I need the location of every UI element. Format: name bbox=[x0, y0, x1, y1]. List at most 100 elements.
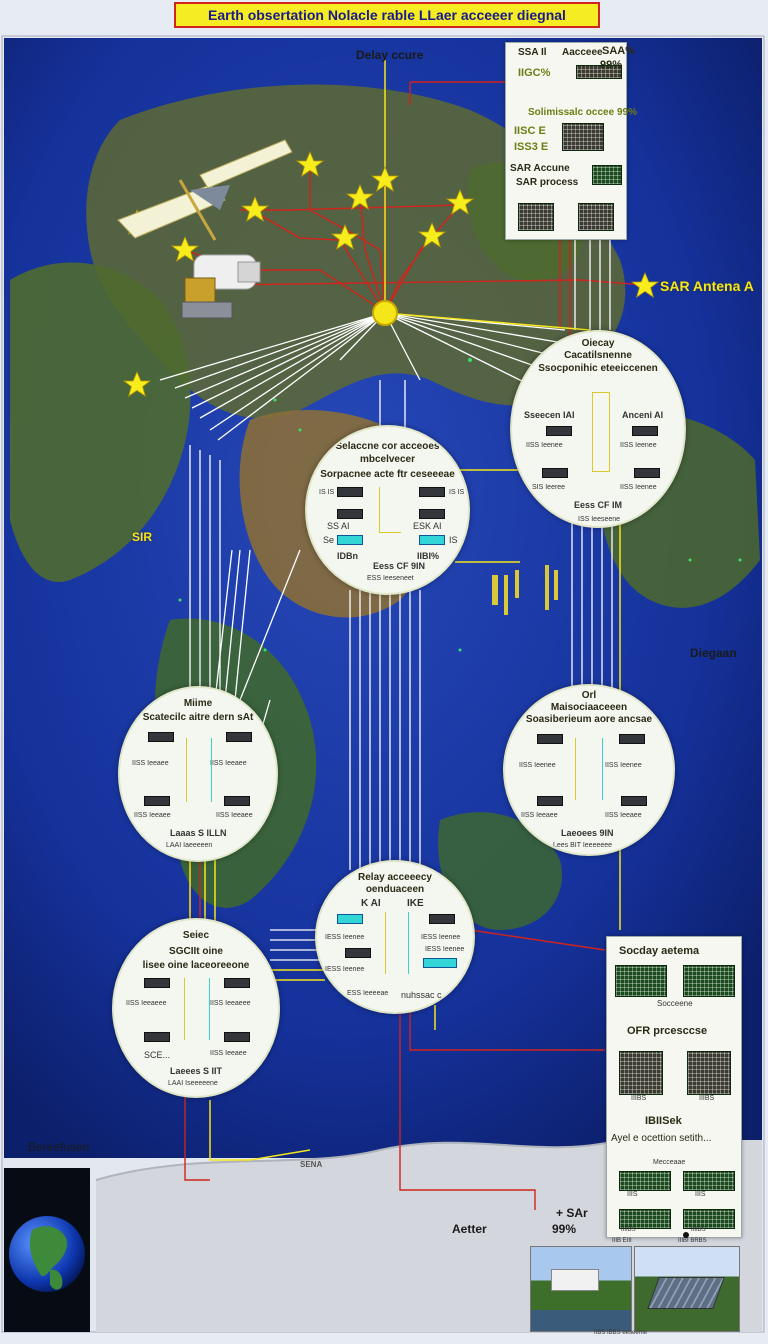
node-west: Miime Scatecilc aitre dern sAt IISS Ieea… bbox=[118, 686, 278, 862]
top-panel-r1b: Aacceee bbox=[562, 47, 603, 58]
earth-thumbnail bbox=[4, 1168, 90, 1332]
ground-station-star-icon bbox=[241, 196, 269, 222]
bereefusen-label: Bereefusen bbox=[28, 1140, 90, 1154]
sar-plus-label: + SAr bbox=[556, 1206, 588, 1220]
sir-label: SIR bbox=[132, 530, 153, 544]
node-ne-s1: IISS Ieenee bbox=[526, 442, 563, 449]
node-west-chip bbox=[148, 732, 174, 742]
node-center-t1: Selaccne cor acceoes bbox=[335, 441, 440, 452]
node-west-s2: IISS Ieeaee bbox=[210, 760, 247, 767]
right-panel-board bbox=[619, 1209, 671, 1229]
node-ne-chip bbox=[542, 468, 568, 478]
right-panel-g6: IIIIBS bbox=[691, 1227, 706, 1233]
node-south: Relay acceeecy oenduaceen K AI IKE IESS … bbox=[315, 860, 475, 1014]
node-center-s6: IS bbox=[449, 535, 458, 545]
node-ne-chip bbox=[634, 468, 660, 478]
node-west-s3: IISS Ieeaee bbox=[134, 812, 171, 819]
node-sw-bus bbox=[184, 978, 210, 1040]
ground-station-star-icon bbox=[331, 224, 359, 250]
right-panel-g1: IIIBS bbox=[631, 1095, 647, 1102]
node-center-b4: ESS Ieeseneet bbox=[367, 575, 414, 582]
top-panel-r7: SAR process bbox=[516, 177, 579, 188]
node-sw-s3: SCE... bbox=[144, 1050, 171, 1060]
delay-label: Delay ccure bbox=[356, 48, 424, 62]
node-center-b1: IDBn bbox=[337, 551, 358, 561]
node-west-chip bbox=[144, 796, 170, 806]
right-panel-processor bbox=[619, 1051, 663, 1095]
node-sw-b1: Laeees S IIT bbox=[170, 1066, 223, 1076]
node-east-chip bbox=[537, 734, 563, 744]
ground-station-photo bbox=[530, 1246, 632, 1332]
node-ne-t1: Oiecay bbox=[581, 338, 615, 349]
node-west-chip bbox=[226, 732, 252, 742]
top-panel-board bbox=[578, 203, 614, 231]
node-sw-chip bbox=[224, 1032, 250, 1042]
node-south-s1: IESS Ieenee bbox=[325, 934, 365, 941]
building-shape bbox=[551, 1269, 599, 1291]
top-processor-panel: SSA Il Aacceee SAA% IIGC% 99% Solimissal… bbox=[505, 42, 637, 240]
right-panel-board bbox=[683, 1209, 735, 1229]
node-center-t2: mbcelvecer bbox=[359, 454, 416, 465]
node-ne-r1: Anceni Al bbox=[622, 410, 664, 420]
node-east-t2: Maisociaaceeen bbox=[550, 702, 628, 713]
node-ne-chip bbox=[632, 426, 658, 436]
right-panel-h5: Ayel e ocettion setith... bbox=[611, 1133, 712, 1144]
hub-node bbox=[372, 300, 398, 326]
node-south-s3: IESS Ieenee bbox=[325, 966, 365, 973]
marker-dot-icon bbox=[683, 1232, 689, 1238]
top-panel-board bbox=[518, 203, 554, 231]
node-ne-b2: ISS Ieeseene bbox=[578, 516, 621, 523]
node-ne-t2: Cacatilsnenne bbox=[564, 350, 632, 361]
node-center-chip bbox=[337, 509, 363, 519]
node-east-bus bbox=[575, 738, 603, 800]
node-west-t2: Scatecilc aitre dern sAt bbox=[142, 712, 254, 723]
top-panel-r6: SAR Accune bbox=[510, 163, 570, 174]
right-panel-board bbox=[619, 1171, 671, 1191]
node-center-b3: IIBI% bbox=[417, 551, 440, 561]
node-northeast: Oiecay Cacatilsnenne Ssocponihic eteeicc… bbox=[510, 330, 686, 528]
right-panel-g5: IIIIBS bbox=[621, 1227, 636, 1233]
top-panel-r1c: SAA% bbox=[602, 45, 636, 57]
ground-station-star-icon bbox=[296, 151, 324, 177]
land-north-america bbox=[10, 262, 191, 582]
node-ne-s4: IISS Ieenee bbox=[620, 484, 657, 491]
node-east-chip bbox=[537, 796, 563, 806]
node-southwest: Seiec SGCIIt oine lisee oine laceoreeone… bbox=[112, 918, 280, 1098]
node-south-chip-cyan bbox=[423, 958, 457, 968]
right-panel-board bbox=[615, 965, 667, 997]
node-south-t1: Relay acceeecy bbox=[358, 872, 432, 883]
right-equipment-panel: Socday aetema Socceene OFR prcesccse III… bbox=[606, 936, 742, 1238]
right-panel-g8: IIIBI BRBS bbox=[678, 1238, 707, 1244]
sar-antenna-label: SAR Antena A bbox=[660, 278, 754, 294]
right-panel-g7: IIIB EIII bbox=[612, 1238, 632, 1244]
right-panel-h3: OFR prcesccse bbox=[627, 1025, 708, 1037]
node-ne-s2: IISS Ieenee bbox=[620, 442, 657, 449]
node-center-chip-cyan bbox=[419, 535, 445, 545]
node-center-s4: ESK AI bbox=[413, 521, 442, 531]
node-center-s2: IS IS bbox=[449, 489, 465, 496]
node-ne-bus bbox=[592, 392, 610, 472]
ground-station-star-icon bbox=[346, 184, 374, 210]
right-panel-h1: Socday aetema bbox=[619, 945, 700, 957]
yellow-wires bbox=[189, 60, 621, 1161]
node-center-s1: IS IS bbox=[319, 489, 335, 496]
top-panel-chip bbox=[562, 123, 604, 151]
node-sw-s2: IISS Ieeaeee bbox=[210, 1000, 251, 1007]
node-sw-chip bbox=[224, 978, 250, 988]
earth-globe-icon bbox=[9, 1216, 85, 1292]
node-west-t1: Miime bbox=[183, 698, 213, 709]
right-panel-g4: IIIS bbox=[695, 1191, 706, 1198]
ground-station-star-icon bbox=[171, 236, 199, 262]
node-ne-t3: Ssocponihic eteeiccenen bbox=[538, 363, 658, 374]
top-panel-r2b: 99% bbox=[600, 59, 623, 71]
node-sw-t2: SGCIIt oine bbox=[169, 946, 223, 957]
signal-glyphs bbox=[492, 565, 558, 615]
land-label: SENA bbox=[300, 1160, 323, 1169]
signal-dots bbox=[178, 358, 742, 652]
right-panel-board bbox=[683, 965, 735, 997]
node-center-b2: Eess CF 9IN bbox=[373, 561, 426, 571]
node-center: Selaccne cor acceoes mbcelvecer Sorpacne… bbox=[305, 425, 470, 595]
node-center-chip bbox=[337, 487, 363, 497]
node-south-chip bbox=[429, 914, 455, 924]
